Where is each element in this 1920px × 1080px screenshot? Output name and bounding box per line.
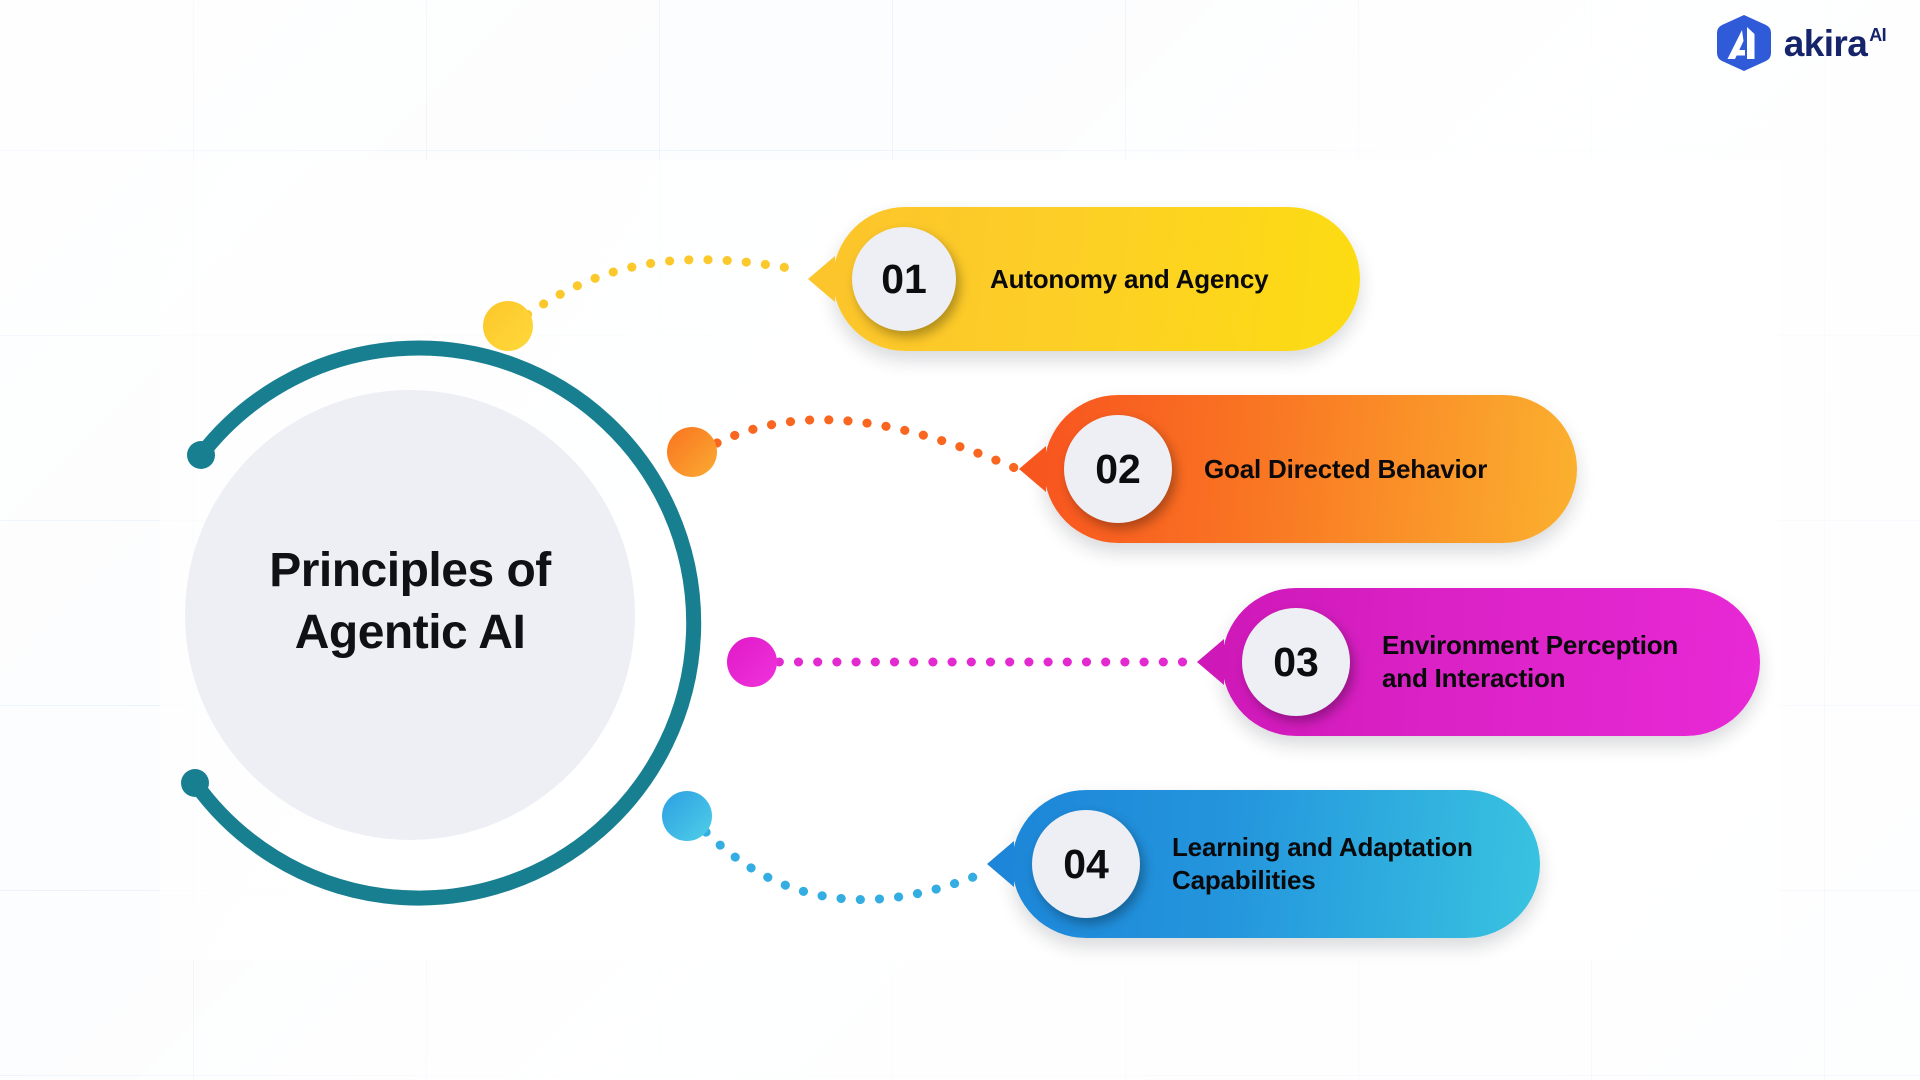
card-04-pointer-icon: [987, 841, 1014, 887]
ring-endpoint-top-dot: [187, 441, 215, 469]
node-dot-01[interactable]: [483, 301, 533, 351]
node-dot-03[interactable]: [727, 637, 777, 687]
card-02-number: 02: [1064, 415, 1172, 523]
card-04[interactable]: 04 Learning and Adaptation Capabilities: [987, 790, 1540, 938]
node-dot-02[interactable]: [667, 427, 717, 477]
card-01-pointer-icon: [808, 256, 835, 302]
card-03[interactable]: 03 Environment Perception and Interactio…: [1197, 588, 1760, 736]
akira-hexagon-logo-icon: [1716, 15, 1771, 71]
card-01-label: Autonomy and Agency: [990, 263, 1269, 294]
connector-02-dotted-path: [695, 415, 1020, 473]
center-ring-arc: [187, 340, 702, 906]
card-01[interactable]: 01 Autonomy and Agency: [808, 207, 1360, 351]
card-02[interactable]: 02 Goal Directed Behavior: [1019, 395, 1577, 543]
connector-01-dotted-path: [507, 255, 805, 331]
connector-04-dotted-path: [701, 827, 991, 905]
brand-logo[interactable]: akira AI: [1716, 14, 1887, 72]
brand-superscript: AI: [1869, 24, 1886, 45]
card-03-label-line-2: and Interaction: [1382, 663, 1566, 693]
card-04-label: Learning and Adaptation Capabilities: [1172, 831, 1473, 897]
card-01-number: 01: [852, 227, 956, 331]
center-title-line-2: Agentic AI: [294, 606, 526, 660]
center-inner-circle: [185, 390, 635, 840]
brand-name: akira: [1783, 22, 1868, 64]
center-title: Principles of Agentic AI: [210, 540, 610, 665]
ring-endpoint-bottom-dot: [181, 769, 209, 797]
brand-wordmark: akira AI: [1783, 22, 1887, 64]
card-02-pointer-icon: [1019, 446, 1046, 492]
card-03-pointer-icon: [1197, 639, 1224, 685]
card-04-label-line-1: Learning and Adaptation: [1172, 832, 1473, 863]
card-03-label: Environment Perception and Interaction: [1382, 629, 1678, 695]
node-dot-04[interactable]: [662, 791, 712, 841]
card-04-number: 04: [1032, 810, 1140, 918]
card-03-number: 03: [1242, 608, 1350, 716]
card-02-label: Goal Directed Behavior: [1204, 453, 1488, 484]
center-title-line-1: Principles of: [269, 544, 551, 597]
card-04-label-line-2: Capabilities: [1172, 865, 1316, 895]
card-03-label-line-1: Environment Perception: [1382, 630, 1679, 661]
